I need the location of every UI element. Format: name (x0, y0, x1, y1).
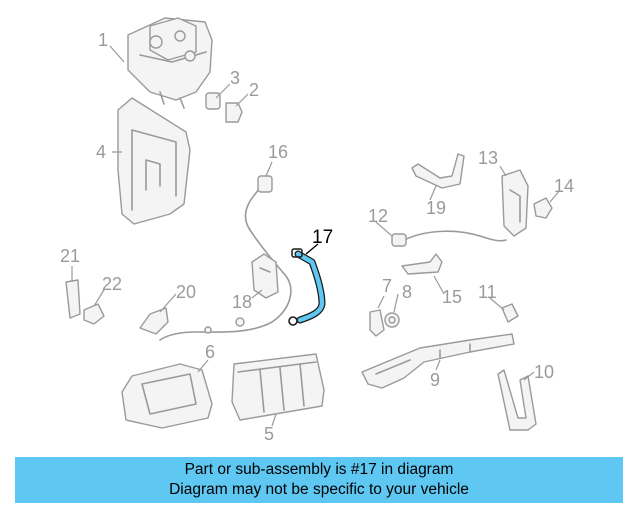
part-2-bushing[interactable] (225, 102, 243, 123)
callout-numbers: 1 2 3 4 5 6 7 8 9 10 11 12 13 14 15 16 1… (60, 30, 574, 444)
part-20-clip[interactable] (139, 307, 169, 335)
callout-21: 21 (60, 246, 80, 266)
part-15-bracket[interactable] (401, 253, 443, 275)
callout-13: 13 (478, 148, 498, 168)
part-1-abs-unit[interactable] (127, 17, 213, 109)
callout-12: 12 (368, 206, 388, 226)
callout-19: 19 (426, 198, 446, 218)
callout-15: 15 (442, 287, 462, 307)
callout-8: 8 (402, 282, 412, 302)
part-12-sensor[interactable] (391, 230, 507, 247)
leader-lines (71, 45, 561, 427)
info-banner: Part or sub-assembly is #17 in diagram D… (15, 457, 623, 503)
banner-line-2: Diagram may not be specific to your vehi… (169, 481, 469, 498)
callout-17-highlighted: 17 (312, 227, 333, 248)
callout-5: 5 (264, 424, 274, 444)
part-18-bracket[interactable] (251, 253, 279, 299)
part-22-clip[interactable] (83, 303, 105, 325)
callout-6: 6 (205, 342, 215, 362)
part-5-control-unit[interactable] (231, 353, 325, 421)
part-10-bracket[interactable] (497, 369, 537, 431)
part-21-bracket[interactable] (65, 279, 81, 319)
callout-1: 1 (98, 30, 108, 50)
callout-11: 11 (478, 282, 497, 302)
part-16-sensor-cable[interactable] (159, 175, 292, 341)
part-14-sensor[interactable] (533, 197, 553, 219)
part-19-bracket[interactable] (411, 153, 465, 189)
banner-line-1: Part or sub-assembly is #17 in diagram (184, 461, 454, 478)
callout-14: 14 (554, 176, 574, 196)
callout-16: 16 (268, 142, 288, 162)
part-13-bracket[interactable] (501, 169, 529, 237)
callout-4: 4 (96, 142, 106, 162)
part-17-brake-line[interactable] (288, 248, 326, 326)
part-4-bracket[interactable] (117, 97, 191, 225)
callout-7: 7 (382, 276, 392, 296)
part-7-sensor[interactable] (369, 309, 385, 337)
callout-22: 22 (102, 274, 122, 294)
part-9-bracket[interactable] (361, 333, 515, 389)
callout-3: 3 (230, 68, 240, 88)
callout-20: 20 (176, 282, 196, 302)
part-8-nut[interactable] (384, 312, 400, 328)
callout-9: 9 (430, 370, 440, 390)
callout-10: 10 (534, 362, 554, 382)
part-11-clip[interactable] (501, 303, 519, 323)
callout-2: 2 (249, 80, 259, 100)
callout-18: 18 (232, 292, 252, 312)
part-6-module[interactable] (121, 363, 213, 429)
